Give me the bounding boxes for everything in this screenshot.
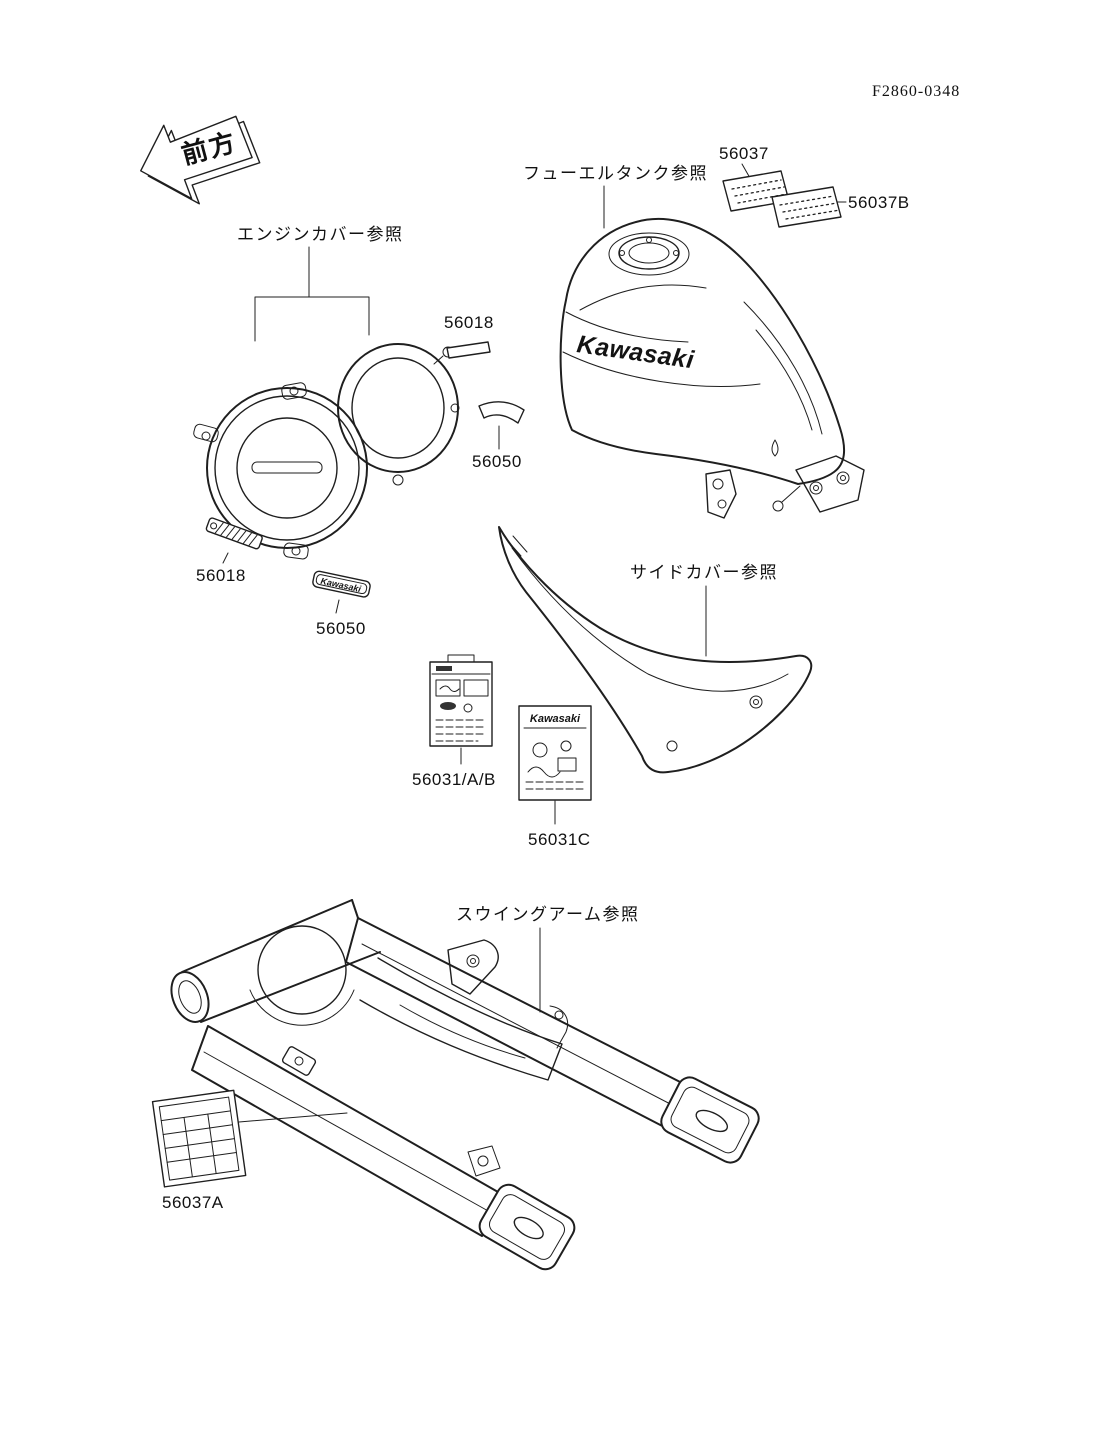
- caution-label-56031ab: [429, 661, 493, 747]
- doc-code: F2860-0348: [872, 83, 960, 100]
- side-cover-outline: [498, 526, 813, 774]
- part-label-56050-upper: 56050: [472, 452, 522, 471]
- part-label-56037a: 56037A: [162, 1193, 224, 1212]
- arrow-shadow-outline: [147, 120, 261, 205]
- decal-56018-left-group: 56018: [196, 517, 263, 585]
- side-cover-reference-label: サイドカバー参照: [630, 563, 778, 582]
- decal-56050-left: [312, 570, 371, 598]
- fuel-tank-reference: フューエルタンク参照: [523, 164, 708, 229]
- decal-56050-upper-group: 56050: [472, 401, 525, 471]
- hatch-pattern: [214, 522, 258, 546]
- engine-cover-slot: [251, 461, 323, 474]
- part-label-56037: 56037: [719, 144, 769, 163]
- part-label-56018-upper: 56018: [444, 313, 494, 332]
- gasket-ring-outer: [337, 343, 459, 473]
- part-label-56050-left: 56050: [316, 619, 366, 638]
- leader-56050-left: [335, 599, 340, 614]
- leader-56037: [741, 163, 751, 179]
- caution-label-56031ab-group: 56031/A/B: [412, 654, 496, 789]
- filler-cap: [618, 236, 680, 270]
- petcock-mark: [771, 439, 779, 457]
- arrow-outline: [140, 115, 253, 200]
- tank-logo: Kawasaki: [575, 330, 696, 374]
- leader-56018-left: [222, 552, 229, 564]
- axle-slot-right: [695, 1109, 729, 1133]
- lower-arm: [191, 1025, 499, 1237]
- tank-rear-bracket: [795, 455, 865, 513]
- front-direction-arrow: 前方: [140, 115, 261, 205]
- gusset-plate: [359, 957, 563, 1081]
- tank-outline: [559, 217, 846, 485]
- front-plate-cutout: [257, 925, 347, 1015]
- caution-label-56031c-group: Kawasaki 56031C: [518, 705, 592, 849]
- decal-56050-upper: [478, 401, 525, 424]
- part-label-56031ab: 56031/A/B: [412, 770, 496, 789]
- swingarm-reference-label: スウイングアーム参照: [456, 905, 639, 924]
- decal-56018-left: [205, 517, 263, 550]
- fuel-tank-drawing: Kawasaki: [559, 217, 865, 519]
- pivot-tube-cap: [170, 971, 210, 1023]
- tank-stay-bracket: [705, 469, 737, 519]
- side-cover-grommet-2: [666, 740, 678, 752]
- decal-56037-group: 56037 56037B: [719, 144, 910, 228]
- decal-56037a: [151, 1089, 247, 1188]
- lower-arm-tab: [281, 1046, 317, 1076]
- tank-panel-crease: [562, 351, 761, 387]
- fuel-tank-reference-label: フューエルタンク参照: [523, 164, 708, 183]
- tank-seam-line: [579, 284, 707, 311]
- upper-bracket: [447, 939, 499, 995]
- engine-cover-outer: [206, 387, 368, 549]
- adjuster-hook: [549, 1005, 569, 1049]
- decal-56050-left-group: Kawasaki 56050: [312, 570, 371, 638]
- caution-label-artwork: [439, 685, 460, 692]
- side-cover-drawing: サイドカバー参照: [498, 526, 813, 774]
- part-label-56037b: 56037B: [848, 193, 910, 212]
- caution-label-artwork-2: [532, 742, 548, 758]
- axle-end-bottom: [478, 1183, 576, 1271]
- caution-label-56031c: [518, 705, 592, 801]
- engine-cover-drawing: [193, 343, 460, 560]
- swingarm-drawing: [170, 899, 760, 1271]
- decal-56018-upper: [446, 341, 491, 359]
- decal-56037b: [771, 186, 842, 228]
- lower-bracket: [467, 1145, 501, 1177]
- engine-cover-leader-bracket: [254, 246, 370, 342]
- side-cover-grommet: [749, 695, 763, 709]
- swingarm-reference: スウイングアーム参照: [456, 905, 639, 1013]
- engine-cover-reference-label: エンジンカバー参照: [237, 225, 404, 244]
- engine-cover-reference: エンジンカバー参照: [237, 225, 404, 342]
- caution-label-brand: Kawasaki: [530, 713, 581, 725]
- filler-recess: [608, 232, 690, 276]
- decal-56037a-group: 56037A: [151, 1089, 348, 1212]
- part-label-56031c: 56031C: [528, 830, 591, 849]
- part-label-56018-left: 56018: [196, 566, 246, 585]
- leader-56037a: [238, 1112, 348, 1123]
- axle-slot-bottom: [513, 1216, 544, 1240]
- axle-end-right: [660, 1076, 760, 1164]
- decal-56018-upper-group: 56018: [444, 313, 494, 359]
